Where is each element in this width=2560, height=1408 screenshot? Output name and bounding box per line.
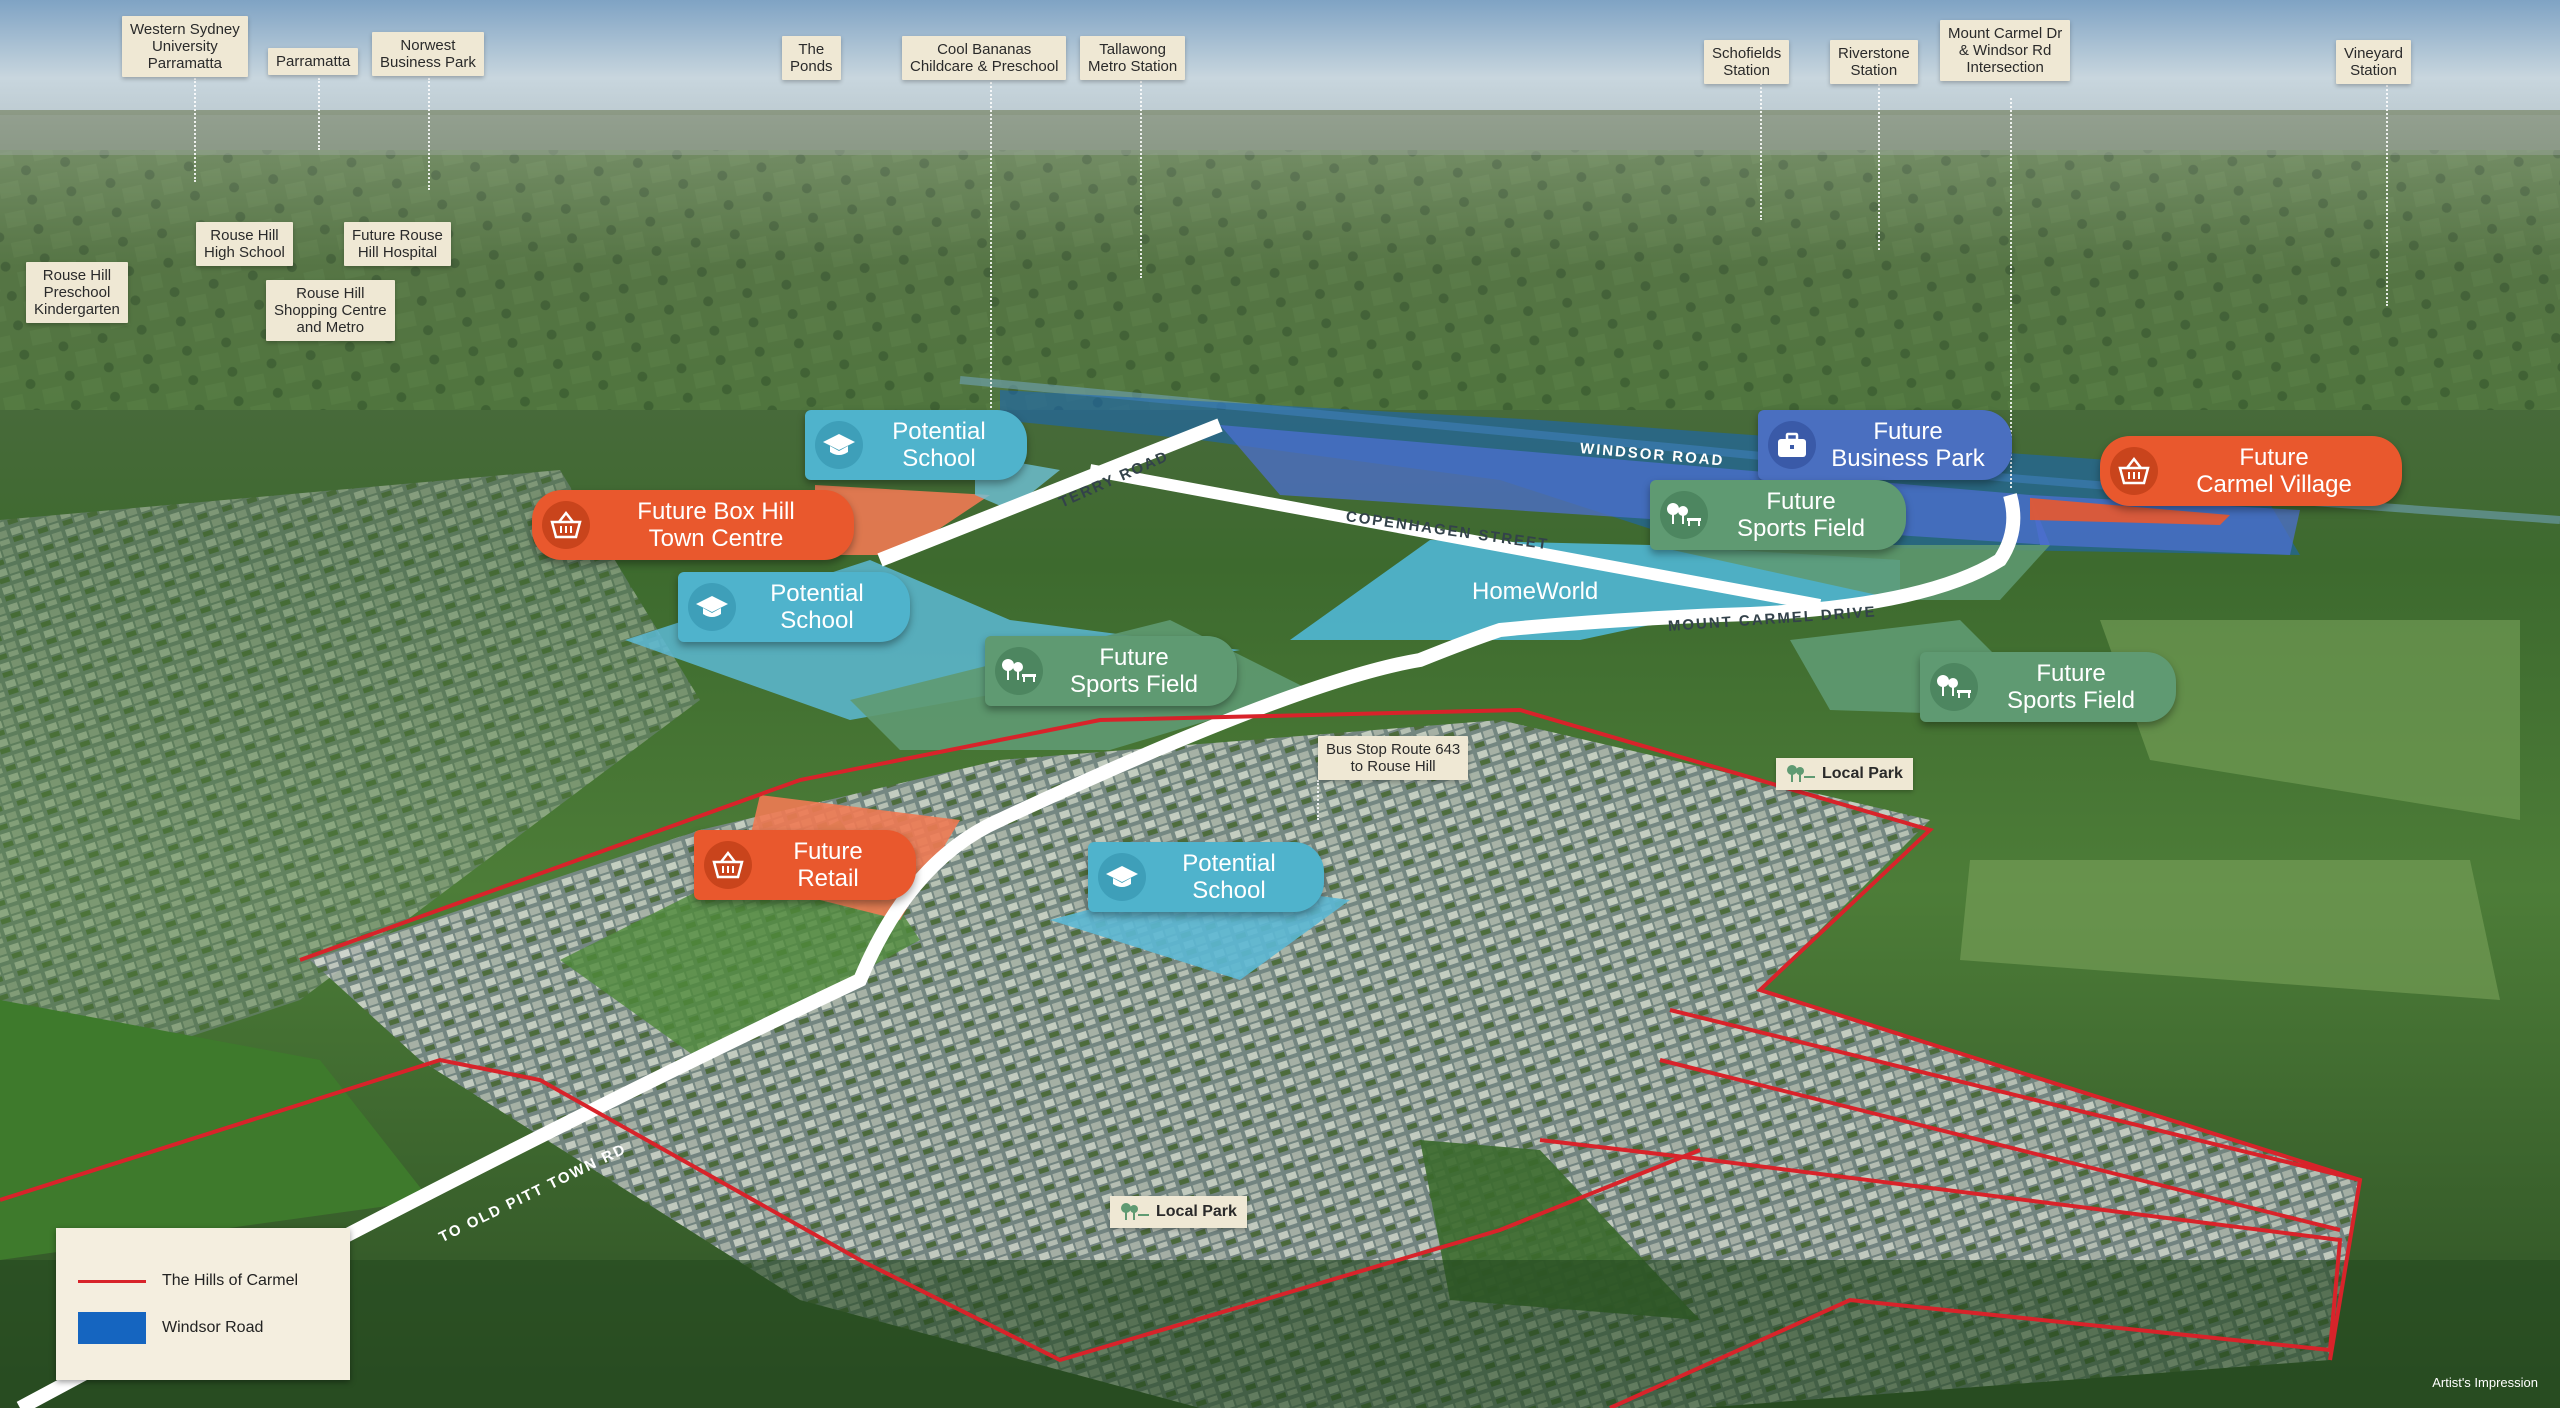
marker-label: Potential School — [892, 418, 986, 472]
marker-label: Potential School — [770, 580, 864, 634]
marker-label: Future Box Hill Town Centre — [637, 498, 795, 552]
marker-potential-school-top[interactable]: Potential School — [805, 410, 1027, 480]
marker-future-sports-field-mid[interactable]: Future Sports Field — [985, 636, 1237, 706]
marker-label: Future Carmel Village — [2196, 444, 2352, 498]
label-the-ponds: The Ponds — [782, 36, 841, 80]
legend-label: The Hills of Carmel — [162, 1272, 299, 1289]
legend-line-swatch — [78, 1279, 146, 1283]
park-icon — [1787, 765, 1815, 782]
marker-label: Future Sports Field — [1069, 644, 1199, 698]
label-riverstone: Riverstone Station — [1830, 40, 1918, 84]
marker-potential-school-mid[interactable]: Potential School — [678, 572, 910, 642]
label-rouse-hill-high-school: Rouse Hill High School — [196, 222, 293, 266]
shopping-basket-icon — [704, 841, 752, 889]
leader-line — [1760, 80, 1762, 220]
label-cool-bananas: Cool Bananas Childcare & Preschool — [902, 36, 1067, 80]
label-mount-carmel-intersection: Mount Carmel Dr & Windsor Rd Intersectio… — [1940, 20, 2071, 81]
label-rouse-hill-shopping-centre: Rouse Hill Shopping Centre and Metro — [266, 280, 395, 341]
leader-line — [1317, 780, 1319, 820]
marker-potential-school-lower[interactable]: Potential School — [1088, 842, 1324, 912]
local-park-tag-lower: Local Park — [1110, 1196, 1247, 1228]
leader-line — [1140, 78, 1142, 278]
briefcase-icon — [1768, 421, 1816, 469]
marker-future-sports-field-right[interactable]: Future Sports Field — [1920, 652, 2176, 722]
park-bench-icon — [1930, 663, 1978, 711]
marker-label: Potential School — [1182, 850, 1276, 904]
local-park-label: Local Park — [1822, 765, 1903, 782]
legend-item-boundary: The Hills of Carmel — [78, 1272, 298, 1290]
leader-line — [194, 78, 196, 182]
legend-label: Windsor Road — [162, 1319, 264, 1336]
legend-item-windsor-road: Windsor Road — [78, 1312, 263, 1344]
label-vineyard: Vineyard Station — [2336, 40, 2411, 84]
leader-line — [428, 78, 430, 190]
label-western-sydney-university: Western Sydney University Parramatta — [122, 16, 248, 77]
label-bus-stop: Bus Stop Route 643 to Rouse Hill — [1318, 736, 1469, 780]
graduation-cap-icon — [1098, 853, 1146, 901]
leader-line — [1878, 80, 1880, 250]
shopping-basket-icon — [542, 501, 590, 549]
label-future-rouse-hill-hospital: Future Rouse Hill Hospital — [344, 222, 451, 266]
leader-line — [990, 78, 992, 452]
marker-future-box-hill-town-centre[interactable]: Future Box Hill Town Centre — [532, 490, 854, 560]
graduation-cap-icon — [688, 583, 736, 631]
graduation-cap-icon — [815, 421, 863, 469]
marker-label: Future Retail — [793, 838, 863, 892]
marker-future-business-park[interactable]: Future Business Park — [1758, 410, 2012, 480]
legend: The Hills of Carmel Windsor Road — [56, 1228, 350, 1380]
marker-label: Future Sports Field — [2006, 660, 2136, 714]
artists-impression-note: Artist's Impression — [2432, 1375, 2538, 1390]
marker-future-retail[interactable]: Future Retail — [694, 830, 916, 900]
leader-line — [318, 78, 320, 150]
marker-future-sports-field-top[interactable]: Future Sports Field — [1650, 480, 1906, 550]
local-park-tag-upper: Local Park — [1776, 758, 1913, 790]
marker-label: Future Sports Field — [1736, 488, 1866, 542]
leader-line — [2010, 98, 2012, 488]
park-bench-icon — [995, 647, 1043, 695]
shopping-basket-icon — [2110, 447, 2158, 495]
label-rouse-hill-preschool: Rouse Hill Preschool Kindergarten — [26, 262, 128, 323]
label-tallawong: Tallawong Metro Station — [1080, 36, 1186, 80]
park-icon — [1121, 1203, 1149, 1220]
local-park-label: Local Park — [1156, 1203, 1237, 1220]
legend-color-swatch — [78, 1312, 146, 1344]
label-norwest-business-park: Norwest Business Park — [372, 32, 484, 76]
homeworld-label: HomeWorld — [1472, 578, 1599, 605]
park-bench-icon — [1660, 491, 1708, 539]
label-parramatta: Parramatta — [268, 48, 359, 75]
marker-label: Future Business Park — [1831, 418, 1985, 472]
label-schofields: Schofields Station — [1704, 40, 1790, 84]
marker-future-carmel-village[interactable]: Future Carmel Village — [2100, 436, 2402, 506]
leader-line — [2386, 78, 2388, 306]
